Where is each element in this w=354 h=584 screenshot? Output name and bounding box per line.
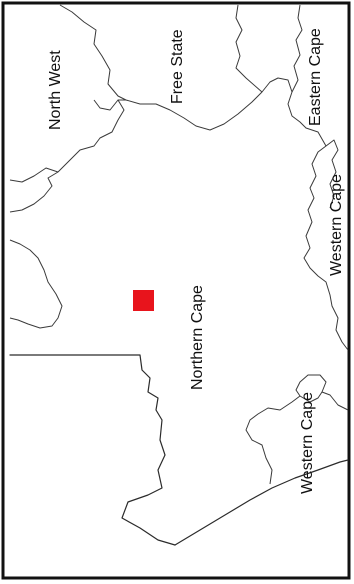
north-west-border <box>9 99 126 213</box>
label-western-cape-lower: Western Cape <box>299 392 316 494</box>
western-cape-lower-border <box>245 391 349 485</box>
eastern-cape-border <box>287 4 327 147</box>
western-cape-inner-loop <box>295 374 327 397</box>
label-north-west: North West <box>47 50 64 130</box>
free-state-border <box>59 4 293 131</box>
label-free-state: Free State <box>169 29 186 104</box>
label-northern-cape: Northern Cape <box>189 285 206 390</box>
north-west-detail-border <box>9 167 59 183</box>
northern-cape-border-west <box>9 354 176 546</box>
label-western-cape-upper: Western Cape <box>328 174 345 276</box>
western-edge-border <box>9 239 63 329</box>
free-state-upper-border <box>235 4 263 93</box>
coastline-south <box>174 459 349 546</box>
label-eastern-cape: Eastern Cape <box>307 28 324 126</box>
western-cape-upper-border <box>303 139 349 351</box>
north-west-notch <box>93 99 119 111</box>
location-marker <box>133 290 154 311</box>
